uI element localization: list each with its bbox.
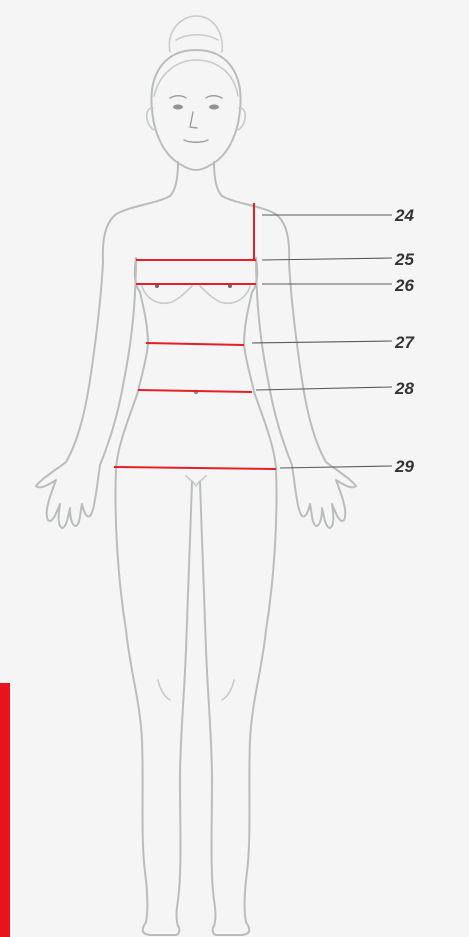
label-28: 28 xyxy=(394,379,414,398)
leader-line-27 xyxy=(252,341,392,343)
nose xyxy=(190,112,197,128)
label-25: 25 xyxy=(394,250,414,269)
left-arm-outer xyxy=(66,262,103,462)
right-neck-shoulder xyxy=(214,162,289,262)
label-27: 27 xyxy=(394,333,415,352)
label-24: 24 xyxy=(394,206,414,225)
right-eyebrow xyxy=(206,96,222,98)
crotch-line xyxy=(186,476,206,486)
hair-bun-line xyxy=(176,35,218,40)
leader-line-25 xyxy=(262,258,392,260)
right-arm-inner xyxy=(256,258,292,465)
right-knee xyxy=(222,680,234,700)
label-29: 29 xyxy=(394,457,414,476)
left-knee xyxy=(158,680,170,700)
measure-line-27 xyxy=(146,343,244,345)
leader-line-28 xyxy=(256,387,392,390)
measure-line-28 xyxy=(138,390,252,392)
right-hand xyxy=(292,462,356,528)
measure-line-29 xyxy=(114,467,276,469)
left-bust xyxy=(142,286,192,303)
left-foot xyxy=(143,922,180,935)
right-leg-outer xyxy=(245,468,277,922)
left-neck-shoulder xyxy=(103,162,178,262)
hairline xyxy=(154,60,238,96)
left-hand xyxy=(36,462,100,528)
left-arm-inner xyxy=(100,258,136,465)
left-leg-outer xyxy=(115,468,147,922)
left-eyebrow xyxy=(170,96,186,98)
right-eye xyxy=(209,105,219,110)
right-arm-outer xyxy=(289,262,326,462)
left-leg-inner xyxy=(177,482,193,926)
right-foot xyxy=(213,922,250,935)
left-eye xyxy=(173,105,183,110)
right-leg-inner xyxy=(200,482,216,926)
label-26: 26 xyxy=(394,276,414,295)
leader-line-29 xyxy=(280,466,392,468)
mouth xyxy=(184,140,208,142)
right-bust xyxy=(200,286,250,303)
head-outline xyxy=(151,50,240,170)
